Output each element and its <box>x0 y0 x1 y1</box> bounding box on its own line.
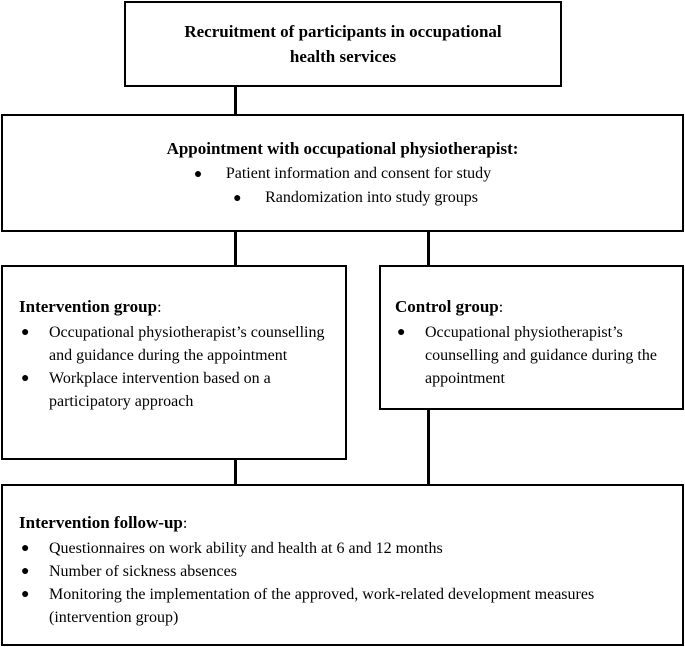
follow-up-bullet-2-text: Number of sickness absences <box>49 563 237 580</box>
appointment-bullet-1-text: Patient information and consent for stud… <box>225 164 492 182</box>
intervention-group-title: Intervention group <box>19 297 158 316</box>
bullet-icon: ● <box>21 564 30 579</box>
control-group-box: Control group: ● Occupational physiothera… <box>379 265 684 410</box>
follow-up-bullet-2: ● Number of sickness absences <box>19 560 682 583</box>
recruitment-line2: health services <box>289 47 397 66</box>
connector-intervention-followup <box>234 460 237 484</box>
follow-up-bullet-1: ● Questionnaires on work ability and heal… <box>19 537 682 560</box>
intervention-group-box: Intervention group: ● Occupational physio… <box>1 265 347 460</box>
connector-appointment-intervention <box>234 232 237 265</box>
control-group-title: Control group <box>395 297 499 316</box>
bullet-icon: ● <box>21 587 30 602</box>
follow-up-list: ● Questionnaires on work ability and heal… <box>19 537 682 629</box>
intervention-group-header: Intervention group: <box>19 295 345 319</box>
control-group-bullet-1-text: Occupational physiotherapist’s counselli… <box>425 324 657 387</box>
appointment-title: Appointment with occupational physiother… <box>166 138 519 158</box>
appointment-bullet-1: ● Patient information and consent for st… <box>194 162 491 186</box>
intervention-group-bullet-1-text: Occupational physiotherapist’s counselli… <box>49 324 325 364</box>
follow-up-bullet-3: ● Monitoring the implementation of the ap… <box>19 583 682 629</box>
intervention-group-list: ● Occupational physiotherapist’s counsell… <box>19 321 345 413</box>
bullet-icon: ● <box>193 166 203 182</box>
bullet-icon: ● <box>21 541 30 556</box>
control-group-colon: : <box>498 299 504 316</box>
follow-up-title: Intervention follow-up <box>19 513 183 532</box>
bullet-icon: ● <box>21 325 30 340</box>
follow-up-bullet-3-text: Monitoring the implementation of the app… <box>49 586 595 626</box>
bullet-icon: ● <box>397 325 406 340</box>
recruitment-box: Recruitment of participants in occupatio… <box>124 1 562 87</box>
connector-appointment-control <box>427 232 430 265</box>
control-group-bullet-1: ● Occupational physiotherapist’s counsell… <box>395 321 682 390</box>
control-group-list: ● Occupational physiotherapist’s counsell… <box>395 321 682 390</box>
appointment-bullet-2-text: Randomization into study groups <box>265 188 478 206</box>
follow-up-bullet-1-text: Questionnaires on work ability and healt… <box>49 540 443 557</box>
intervention-group-bullet-1: ● Occupational physiotherapist’s counsell… <box>19 321 345 367</box>
connector-control-followup <box>427 410 430 484</box>
recruitment-line1: Recruitment of participants in occupatio… <box>184 22 502 41</box>
bullet-icon: ● <box>233 190 242 206</box>
bullet-icon: ● <box>21 371 30 386</box>
appointment-bullet-2: ● Randomization into study groups <box>233 186 478 210</box>
connector-recruitment-appointment <box>234 87 237 114</box>
intervention-group-bullet-2: ● Workplace intervention based on a parti… <box>19 367 345 413</box>
control-group-header: Control group: <box>395 295 682 319</box>
intervention-group-bullet-2-text: Workplace intervention based on a partic… <box>49 370 271 410</box>
follow-up-header: Intervention follow-up: <box>19 511 682 535</box>
appointment-box: Appointment with occupational physiother… <box>1 114 684 232</box>
intervention-group-colon: : <box>157 299 162 316</box>
follow-up-box: Intervention follow-up: ● Questionnaires … <box>1 484 684 646</box>
follow-up-colon: : <box>182 515 188 532</box>
